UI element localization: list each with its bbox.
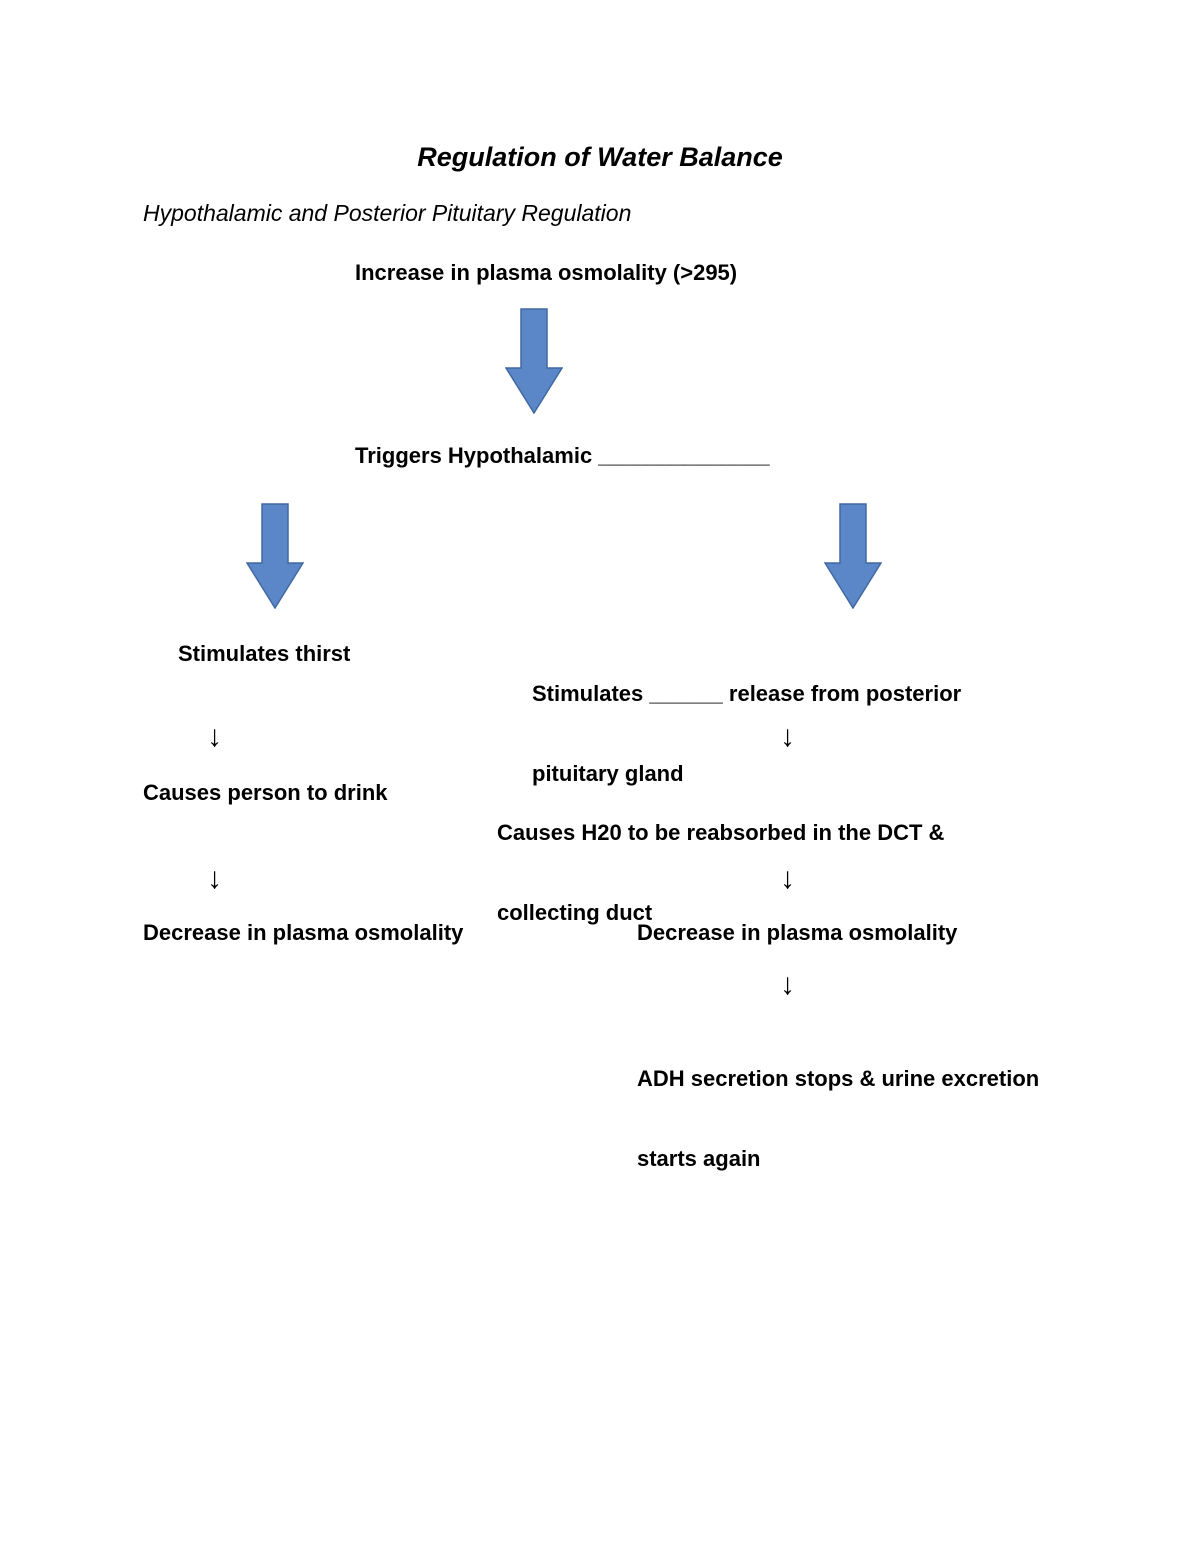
step-stimulates-thirst: Stimulates thirst: [178, 641, 351, 666]
step-causes-h20-reabsorbed-line2: collecting duct: [497, 900, 653, 925]
step-stimulates-release-line1: Stimulates ______ release from posterior: [532, 681, 962, 706]
page-subtitle: Hypothalamic and Posterior Pituitary Reg…: [143, 200, 632, 226]
down-block-arrow-icon: [824, 503, 882, 609]
down-arrow-icon: ↓: [780, 720, 795, 753]
step-adh-secretion-stops-line1: ADH secretion stops & urine excretion: [637, 1066, 1040, 1091]
step-stimulates-release-line2: pituitary gland: [532, 761, 684, 786]
down-arrow-icon: ↓: [780, 862, 795, 895]
down-arrow-icon: ↓: [207, 720, 222, 753]
down-arrow-icon: ↓: [207, 862, 222, 895]
down-arrow-icon: ↓: [780, 968, 795, 1001]
step-stimulates-release: Stimulates ______ release from posterior…: [532, 634, 961, 834]
step-triggers-hypothalamic: Triggers Hypothalamic ______________: [355, 443, 770, 468]
step-causes-h20-reabsorbed-line1: Causes H20 to be reabsorbed in the DCT &: [497, 820, 945, 845]
step-adh-secretion-stops-line2: starts again: [637, 1146, 761, 1171]
step-causes-h20-reabsorbed: Causes H20 to be reabsorbed in the DCT &…: [497, 773, 944, 973]
step-increase-plasma-osmolality: Increase in plasma osmolality (>295): [355, 260, 738, 285]
down-block-arrow-icon: [246, 503, 304, 609]
page-title: Regulation of Water Balance: [417, 142, 783, 172]
step-adh-secretion-stops: ADH secretion stops & urine excretion st…: [637, 1019, 1039, 1219]
step-causes-person-to-drink: Causes person to drink: [143, 780, 388, 805]
step-decrease-osmolality-left: Decrease in plasma osmolality: [143, 920, 464, 945]
step-decrease-osmolality-right: Decrease in plasma osmolality: [637, 920, 958, 945]
down-block-arrow-icon: [505, 308, 563, 414]
